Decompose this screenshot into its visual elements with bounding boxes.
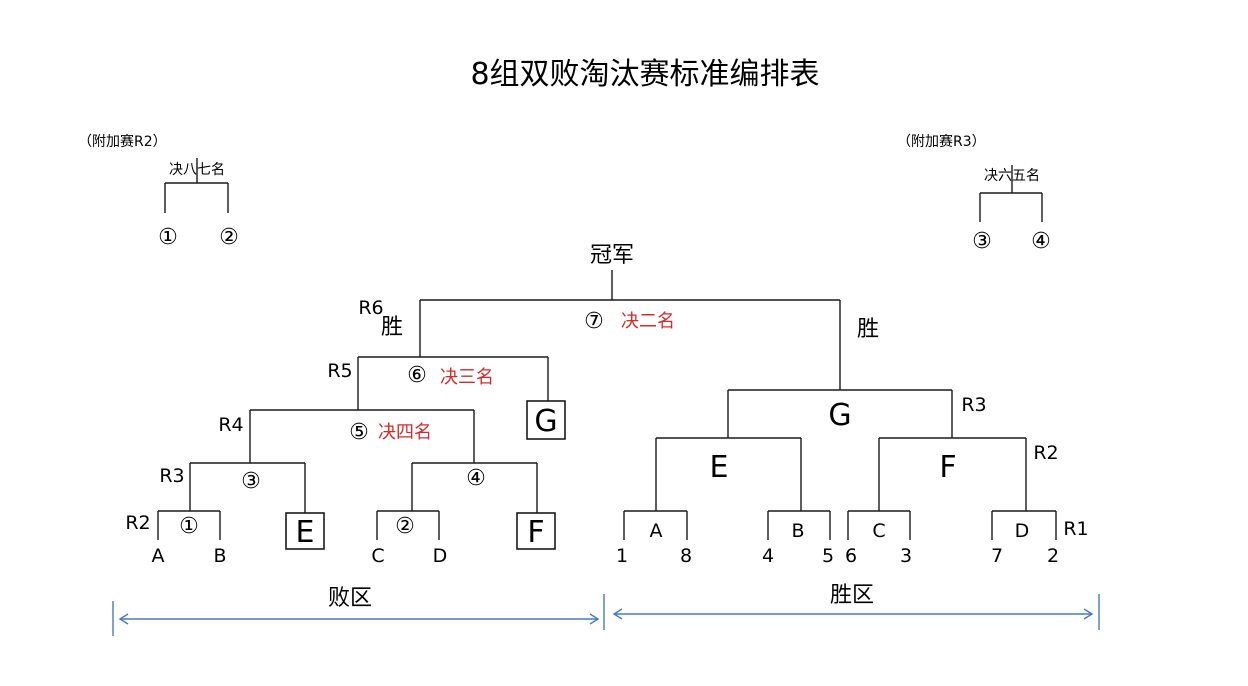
zone-losers-arrow [112, 594, 605, 636]
seed-3: 3 [900, 545, 912, 567]
team-d: D [433, 545, 448, 567]
zone-winners-arrow [612, 594, 1100, 630]
winners-match-e: E [710, 450, 729, 485]
round-label-r4: R4 [218, 414, 243, 436]
losers-r2-bracket-left [157, 510, 221, 540]
playoff-right: （附加赛R3） 决六五名 ③ ④ [897, 134, 1051, 254]
winners-r2-bracket-left [655, 437, 802, 511]
round-label-r2-losers: R2 [125, 512, 150, 534]
playoff-left: （附加赛R2） 决八七名 ① ② [78, 134, 239, 250]
match-4: ④ [466, 466, 486, 491]
winners-r1-bracket-d [991, 510, 1057, 540]
round-label-r3-winners: R3 [961, 394, 986, 416]
seed-5: 5 [822, 545, 834, 567]
losers-r4-bracket [249, 409, 475, 463]
drop-in-f: F [527, 515, 544, 550]
winners-r1-bracket-c [847, 510, 911, 540]
losers-r3-bracket-left [189, 462, 306, 513]
placement-fourth: 决四名 [378, 422, 432, 443]
drop-in-box-g [526, 400, 566, 440]
round-label-r5: R5 [327, 360, 352, 382]
drop-in-box-f [516, 512, 556, 550]
team-c: C [371, 545, 384, 567]
seed-1: 1 [616, 545, 628, 567]
round-label-r6: R6 [358, 297, 383, 319]
team-a: A [152, 545, 165, 567]
placement-second: 决二名 [621, 311, 675, 332]
winners-r1-bracket-a [623, 510, 688, 540]
win-label-left: 胜 [381, 315, 403, 340]
losers-r2-bracket-right [376, 510, 440, 540]
playoff-right-a: ③ [972, 229, 992, 254]
match-3: ③ [241, 469, 261, 494]
match-1: ① [179, 514, 199, 539]
page-title: 8组双败淘汰赛标准编排表 [470, 57, 819, 92]
zone-losers-label: 败区 [328, 586, 372, 611]
round-label-r1: R1 [1063, 518, 1088, 540]
round-label-r3-losers: R3 [159, 465, 184, 487]
playoff-left-a: ① [158, 225, 178, 250]
playoff-left-bracket [164, 158, 229, 213]
placement-third: 决三名 [440, 367, 494, 388]
winners-match-c: C [872, 520, 885, 542]
playoff-right-b: ④ [1031, 229, 1051, 254]
winners-r2-bracket-right [878, 437, 1027, 511]
winners-match-b: B [791, 520, 804, 542]
losers-r5-bracket [357, 356, 549, 410]
champion-label: 冠军 [590, 243, 634, 268]
winners-match-d: D [1015, 520, 1030, 542]
match-7: ⑦ [584, 309, 604, 334]
playoff-left-title: （附加赛R2） [78, 134, 167, 150]
winners-match-f: F [939, 450, 956, 485]
winners-r1-bracket-b [767, 510, 831, 540]
seed-8: 8 [680, 545, 692, 567]
zone-winners-label: 胜区 [830, 583, 874, 608]
drop-in-e: E [296, 515, 315, 550]
seed-2: 2 [1047, 545, 1059, 567]
playoff-right-bracket [979, 165, 1043, 222]
winners-match-a: A [650, 520, 663, 542]
drop-in-g: G [534, 404, 557, 439]
team-b: B [213, 545, 226, 567]
seed-6: 6 [845, 545, 857, 567]
match-2: ② [395, 514, 415, 539]
playoff-left-b: ② [219, 225, 239, 250]
seed-4: 4 [762, 545, 774, 567]
seed-7: 7 [991, 545, 1003, 567]
winners-match-g: G [828, 398, 851, 433]
drop-in-box-e [285, 512, 325, 550]
match-6: ⑥ [407, 363, 427, 388]
win-label-right: 胜 [857, 317, 879, 342]
round-label-r2-winners: R2 [1033, 442, 1058, 464]
winners-r3-bracket [727, 389, 953, 438]
final-bracket [419, 270, 841, 390]
playoff-right-title: （附加赛R3） [897, 134, 986, 150]
match-5: ⑤ [349, 420, 369, 445]
losers-r3-bracket-right [411, 462, 538, 513]
